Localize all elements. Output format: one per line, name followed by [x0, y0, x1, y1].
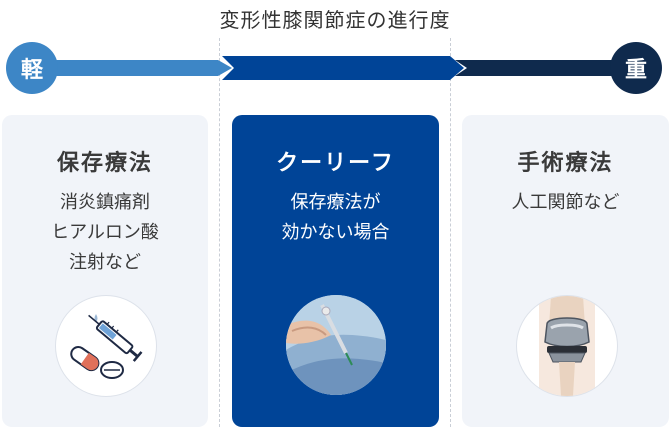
arrow-segment-severe: [455, 60, 630, 76]
stage-divider: [450, 38, 451, 427]
mild-badge: 軽: [6, 42, 58, 94]
stage-card-coolief: クーリーフ 保存療法が 効かない場合: [232, 115, 439, 427]
severe-badge: 重: [610, 42, 662, 94]
stage-title: 保存療法: [56, 151, 153, 176]
stage-card-surgery: 手術療法 人工関節など: [462, 115, 669, 427]
stage-description: 人工関節など: [511, 192, 620, 213]
severe-label: 重: [624, 58, 647, 83]
arrow-segment-mild: [40, 60, 232, 76]
stage-description: 保存療法が 効かない場合: [281, 192, 390, 243]
mild-label: 軽: [20, 58, 43, 83]
stage-card-conservative: 保存療法 消炎鎮痛剤 ヒアルロン酸 注射など: [2, 115, 208, 427]
stage-divider: [219, 38, 220, 427]
arrow-segment-mid: [222, 56, 464, 80]
artificial-knee-joint-icon: [516, 295, 618, 397]
page-title: 変形性膝関節症の進行度: [219, 8, 451, 32]
needle-procedure-photo: [286, 295, 386, 395]
stage-description: 消炎鎮痛剤 ヒアルロン酸 注射など: [51, 192, 159, 273]
stage-title: クーリーフ: [276, 151, 395, 176]
stage-title: 手術療法: [517, 151, 614, 176]
progression-arrow: [40, 56, 630, 80]
medicine-syringe-icon: [55, 295, 157, 397]
